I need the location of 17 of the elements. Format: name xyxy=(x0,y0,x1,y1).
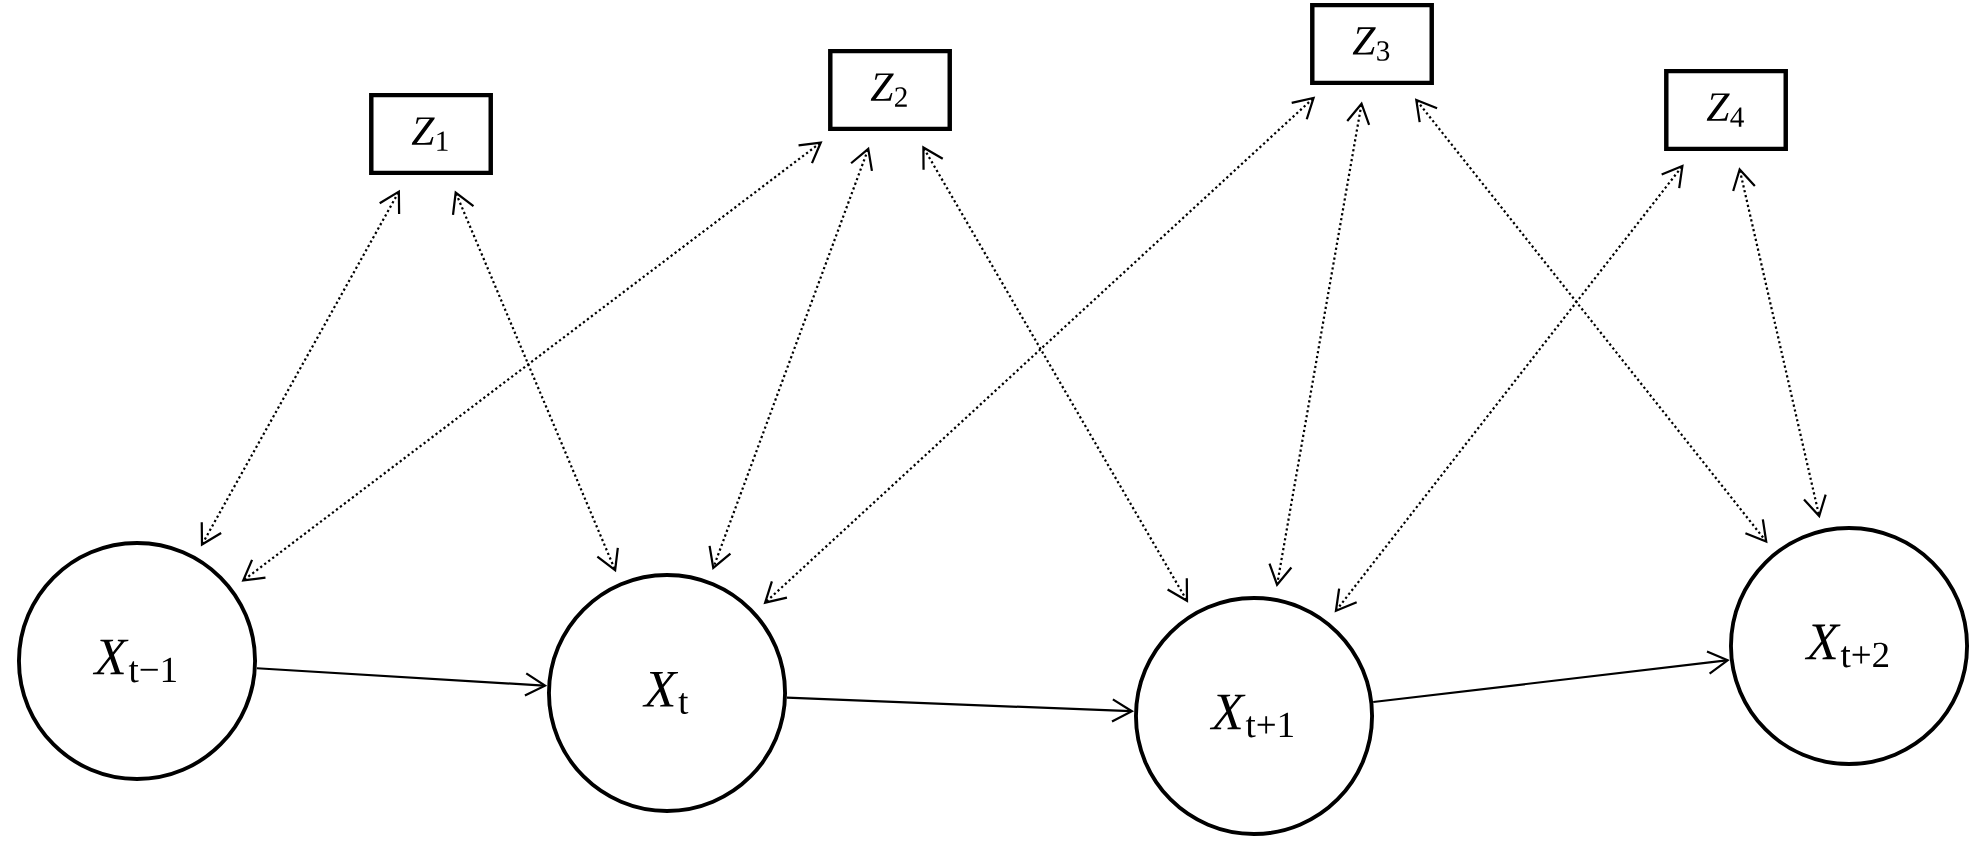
variable-box: Z$_{3}$ xyxy=(1310,2,1434,86)
arrow xyxy=(1732,167,1827,519)
arrow xyxy=(1268,101,1371,587)
arrow xyxy=(708,146,874,571)
arrow xyxy=(451,190,619,573)
arrow xyxy=(763,96,1316,605)
arrow xyxy=(241,141,823,582)
arrow xyxy=(200,189,401,547)
variable-box: Z$_{1}$ xyxy=(369,92,493,176)
arrow xyxy=(1373,650,1730,704)
variable-box: Z$_{4}$ xyxy=(1664,68,1788,152)
arrow xyxy=(786,696,1135,723)
arrow xyxy=(1414,98,1768,544)
arrow xyxy=(256,667,548,697)
arrow xyxy=(1334,164,1684,613)
arrow xyxy=(922,145,1189,603)
variable-box: Z$_{2}$ xyxy=(828,48,952,132)
